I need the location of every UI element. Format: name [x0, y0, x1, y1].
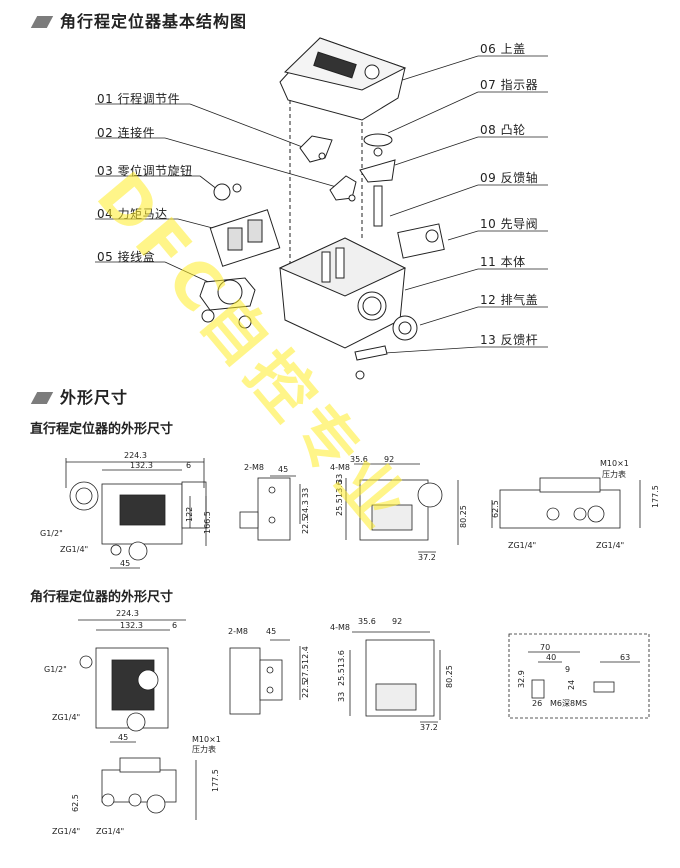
rdim-32-9: 32.9 — [517, 670, 526, 688]
part-label-01: 01 行程调节件 — [97, 92, 181, 106]
rdim-45: 45 — [118, 733, 128, 742]
rdim-9: 9 — [565, 665, 570, 674]
outline-section-title: 外形尺寸 — [30, 384, 128, 408]
part-label-08: 08 凸轮 — [480, 123, 526, 137]
dim-132-3: 132.3 — [130, 461, 153, 470]
rdim-zg14-b: ZG1/4" — [96, 827, 124, 836]
rdim-40: 40 — [546, 653, 556, 662]
linear-dimensions-title: 直行程定位器的外形尺寸 — [30, 422, 174, 437]
dim-122: 122 — [185, 507, 194, 522]
rdim-26: 26 — [532, 699, 542, 708]
part-label-06: 06 上盖 — [480, 42, 526, 56]
part-label-02: 02 连接件 — [97, 126, 156, 140]
rdim-33-rear: 33 — [337, 692, 346, 702]
rdim-zg14-a: ZG1/4" — [52, 827, 80, 836]
rdim-27-5: 27.5 — [301, 664, 310, 682]
dim-zg14: ZG1/4" — [60, 545, 88, 554]
dim-6: 6 — [186, 461, 191, 470]
rdim-63: 63 — [620, 653, 630, 662]
part-label-12: 12 排气盖 — [480, 293, 539, 307]
section-marker-icon — [30, 392, 54, 404]
rdim-zg14: ZG1/4" — [52, 713, 80, 722]
rdim-g12: G1/2" — [44, 665, 67, 674]
rdim-24: 24 — [567, 680, 576, 690]
part-label-11: 11 本体 — [480, 255, 526, 269]
rdim-92: 92 — [392, 617, 402, 626]
rdim-6: 6 — [172, 621, 177, 630]
exploded-structure-diagram — [95, 37, 548, 380]
rdim-177-5: 177.5 — [211, 769, 220, 792]
rdim-62-5: 62.5 — [71, 794, 80, 812]
structure-section-title: 角行程定位器基本结构图 — [30, 8, 247, 32]
rdim-80-25: 80.25 — [445, 665, 454, 688]
part-label-07: 07 指示器 — [480, 78, 539, 92]
dim-45-side: 45 — [278, 465, 288, 474]
dim-45: 45 — [120, 559, 130, 568]
dim-gauge: 压力表 — [602, 469, 626, 479]
rdim-25-5: 25.5 — [337, 668, 346, 686]
dim-177-5: 177.5 — [651, 485, 660, 508]
dim-37-2: 37.2 — [418, 553, 436, 562]
dim-22-5: 22.5 — [301, 516, 310, 534]
rdim-4m8: 4-M8 — [330, 623, 350, 632]
dim-80-25: 80.25 — [459, 505, 468, 528]
part-label-09: 09 反馈轴 — [480, 171, 539, 185]
dim-m10: M10×1 — [600, 459, 629, 468]
rdim-2m8: 2-M8 — [228, 627, 248, 636]
part-label-05: 05 接线盒 — [97, 250, 156, 264]
rdim-m10: M10×1 — [192, 735, 221, 744]
part-label-13: 13 反馈杆 — [480, 333, 539, 347]
part-label-10: 10 先导阀 — [480, 217, 539, 231]
rdim-45-side: 45 — [266, 627, 276, 636]
dim-166-5: 166.5 — [203, 511, 212, 534]
rdim-22-5: 22.5 — [301, 680, 310, 698]
rdim-12-4: 12.4 — [301, 646, 310, 664]
dim-33: 33 — [301, 488, 310, 498]
rdim-132-3: 132.3 — [120, 621, 143, 630]
dim-zg14-a: ZG1/4" — [508, 541, 536, 550]
rdim-224-3: 224.3 — [116, 609, 139, 618]
rdim-70: 70 — [540, 643, 550, 652]
dim-2m8: 2-M8 — [244, 463, 264, 472]
dim-24-3: 24.3 — [301, 500, 310, 518]
rotary-dimensions-title: 角行程定位器的外形尺寸 — [30, 590, 174, 605]
part-label-03: 03 零位调节旋钮 — [97, 164, 193, 178]
dim-g12: G1/2" — [40, 529, 63, 538]
rdim-35-6: 35.6 — [358, 617, 376, 626]
rdim-gauge: 压力表 — [192, 744, 216, 754]
dim-zg14-b: ZG1/4" — [596, 541, 624, 550]
rdim-13-6: 13.6 — [337, 650, 346, 668]
dim-62-5: 62.5 — [491, 500, 500, 518]
rdim-m6: M6深8MS — [550, 699, 587, 708]
part-label-04: 04 力矩马达 — [97, 207, 168, 221]
dim-224-3: 224.3 — [124, 451, 147, 460]
rdim-37-2: 37.2 — [420, 723, 438, 732]
